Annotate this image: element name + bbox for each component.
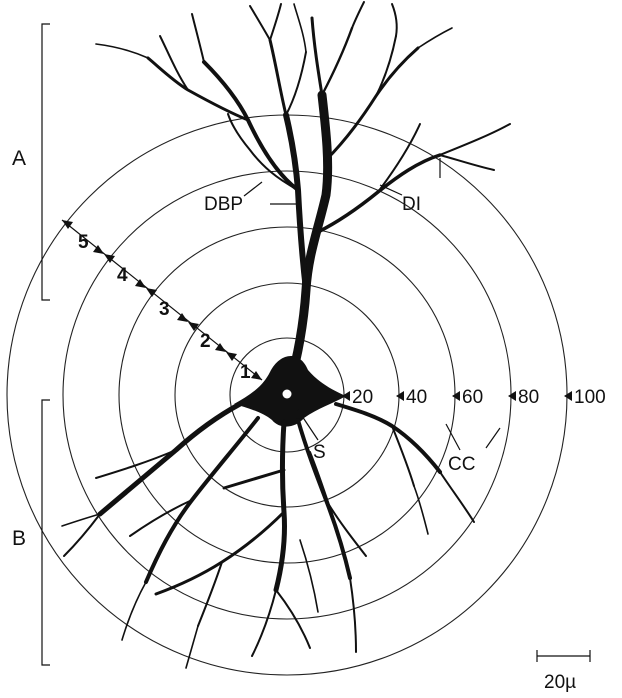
region-a-label: A — [12, 147, 26, 170]
ring-number-1: 1 — [240, 362, 251, 383]
ring-number-5: 5 — [78, 232, 89, 253]
basal-dendrites — [62, 404, 474, 668]
soma-label: S — [313, 442, 326, 463]
region-b-label: B — [12, 527, 26, 550]
ring-number-4: 4 — [117, 265, 128, 286]
dbp-label: DBP — [204, 194, 243, 215]
ring-number-3: 3 — [159, 299, 170, 320]
distance-20: 20 — [352, 387, 373, 408]
distance-40: 40 — [406, 387, 427, 408]
ring-number-2: 2 — [200, 331, 211, 352]
scale-label: 20µ — [544, 672, 576, 693]
region-brackets — [42, 24, 50, 665]
nucleus — [283, 390, 292, 399]
distance-100: 100 — [574, 387, 606, 408]
di-label: DI — [402, 194, 421, 215]
distance-60: 60 — [462, 387, 483, 408]
distance-80: 80 — [518, 387, 539, 408]
cc-label: CC — [448, 454, 475, 475]
apical-dendrites — [96, 2, 510, 392]
scale-bar — [537, 650, 590, 662]
